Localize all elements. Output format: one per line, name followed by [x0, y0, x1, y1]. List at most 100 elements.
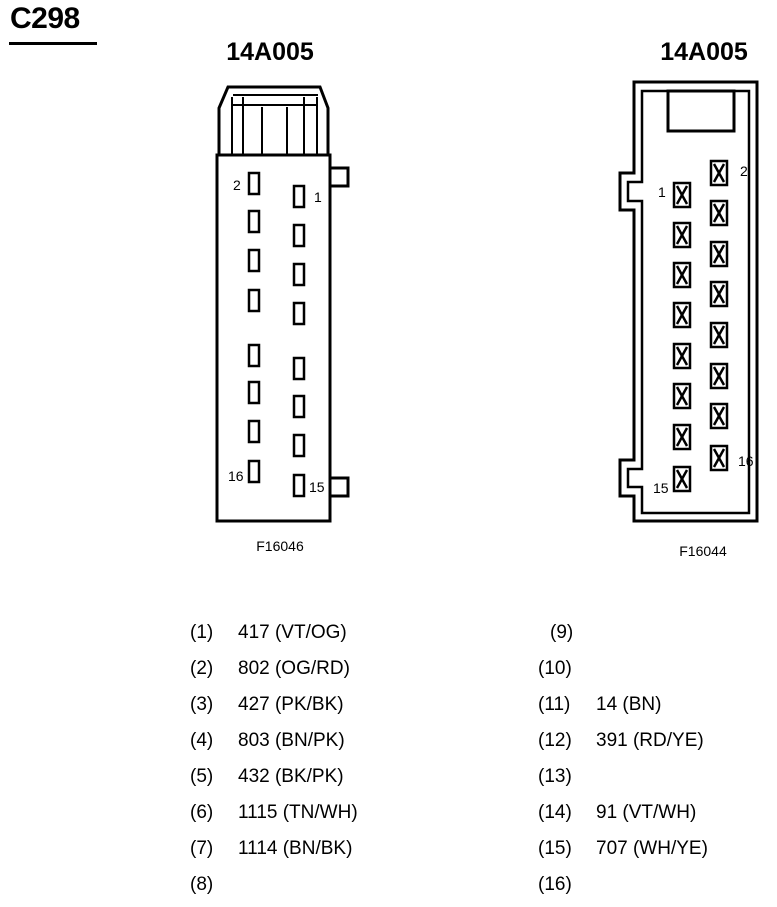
terminal: [709, 280, 729, 308]
wire-circuit: 417 (VT/OG): [238, 622, 347, 643]
right-view-pin-label: 15: [653, 480, 669, 496]
right-view-pin-label: 1: [658, 184, 666, 200]
wire-circuit: 803 (BN/PK): [238, 730, 345, 751]
terminal: [709, 402, 729, 430]
terminal: [672, 221, 692, 249]
right-figure-id: F16044: [679, 543, 727, 559]
terminal: [672, 261, 692, 289]
left-figure-id: F16046: [256, 538, 304, 554]
left-connector-latch: [217, 85, 330, 155]
pin-row: (6) 1115 (TN/WH): [190, 802, 358, 824]
wire-circuit: 91 (VT/WH): [596, 802, 697, 823]
terminal: [709, 159, 729, 187]
wire-circuit: 427 (PK/BK): [238, 694, 344, 715]
right-view-even-terminals: [709, 159, 729, 472]
pin-number: (14): [538, 802, 572, 823]
left-connector-view: 14A005: [215, 38, 350, 554]
cavity: [292, 394, 306, 419]
pin-number: (3): [190, 694, 214, 715]
pin-number: (8): [190, 874, 214, 895]
wire-circuit: 707 (WH/YE): [596, 838, 708, 859]
cavity: [247, 343, 261, 368]
cavity: [247, 209, 261, 234]
left-connector-tab-bottom: [330, 476, 350, 498]
cavity: [247, 248, 261, 273]
connector-diagram: 14A005: [215, 38, 759, 559]
terminal: [709, 321, 729, 349]
cavity: [292, 356, 306, 381]
left-view-odd-cavities: [292, 184, 306, 498]
pin-number: (9): [550, 622, 574, 643]
wire-circuit: 432 (BK/PK): [238, 766, 344, 787]
pin-number: (12): [538, 730, 572, 751]
pin-number: (7): [190, 838, 214, 859]
pin-row: (4) 803 (BN/PK): [190, 730, 345, 752]
left-part-number: 14A005: [226, 38, 314, 66]
pin-row: (16): [538, 874, 572, 896]
cavity: [292, 301, 306, 326]
terminal: [672, 465, 692, 493]
pin-row: (9): [550, 622, 573, 644]
pin-number: (2): [190, 658, 214, 679]
cavity: [247, 419, 261, 444]
right-view-odd-terminals: [672, 181, 692, 493]
right-connector-housing-outer: [618, 80, 759, 523]
terminal: [672, 423, 692, 451]
right-part-number: 14A005: [660, 38, 748, 66]
cavity: [292, 262, 306, 287]
pin-row: (3) 427 (PK/BK): [190, 694, 344, 716]
wire-circuit: 14 (BN): [596, 694, 662, 715]
pin-row: (1) 417 (VT/OG): [190, 622, 347, 644]
terminal: [672, 181, 692, 209]
left-connector-body: [215, 153, 332, 523]
connector-id-title: C298: [10, 2, 80, 35]
pin-row: (7) 1114 (BN/BK): [190, 838, 352, 860]
cavity: [247, 288, 261, 313]
pin-row: (10): [538, 658, 572, 680]
pin-number: (6): [190, 802, 214, 823]
left-view-pin-label: 15: [309, 479, 325, 495]
pin-number: (11): [538, 694, 571, 715]
right-view-pin-label: 16: [738, 453, 754, 469]
pin-number: (13): [538, 766, 572, 787]
pin-number: (16): [538, 874, 572, 895]
right-connector-housing-inner: [626, 89, 751, 515]
terminal: [672, 342, 692, 370]
pin-row: (15) 707 (WH/YE): [538, 838, 708, 860]
pin-number: (4): [190, 730, 214, 751]
wire-circuit: 1115 (TN/WH): [238, 802, 358, 823]
cavity: [292, 184, 306, 209]
pin-number: (10): [538, 658, 572, 679]
terminal: [709, 362, 729, 390]
wire-circuit: 391 (RD/YE): [596, 730, 704, 751]
right-connector-view: 14A005 2: [618, 38, 759, 559]
title-underline: [9, 42, 97, 45]
left-view-pin-label: 2: [233, 177, 241, 193]
cavity: [292, 433, 306, 458]
pin-number: (1): [190, 622, 214, 643]
pin-row: (11) 14 (BN): [538, 694, 661, 716]
pin-row: (8): [190, 874, 213, 896]
wire-circuit: 1114 (BN/BK): [238, 838, 353, 859]
terminal: [709, 199, 729, 227]
terminal: [672, 382, 692, 410]
pin-number: (5): [190, 766, 214, 787]
pin-number: (15): [538, 838, 572, 859]
left-view-pin-label: 16: [228, 468, 244, 484]
cavity: [292, 473, 306, 498]
pin-row: (2) 802 (OG/RD): [190, 658, 350, 680]
pin-row: (14) 91 (VT/WH): [538, 802, 696, 824]
wire-circuit: 802 (OG/RD): [238, 658, 350, 679]
left-view-pin-label: 1: [314, 189, 322, 205]
right-view-pin-label: 2: [740, 163, 748, 179]
terminal: [672, 301, 692, 329]
pin-row: (12) 391 (RD/YE): [538, 730, 704, 752]
left-connector-tab-top: [330, 166, 350, 188]
terminal: [709, 444, 729, 472]
pin-row: (13): [538, 766, 572, 788]
terminal: [709, 240, 729, 268]
pin-row: (5) 432 (BK/PK): [190, 766, 344, 788]
cavity: [247, 380, 261, 405]
left-view-even-cavities: [247, 171, 261, 484]
cavity: [247, 171, 261, 196]
